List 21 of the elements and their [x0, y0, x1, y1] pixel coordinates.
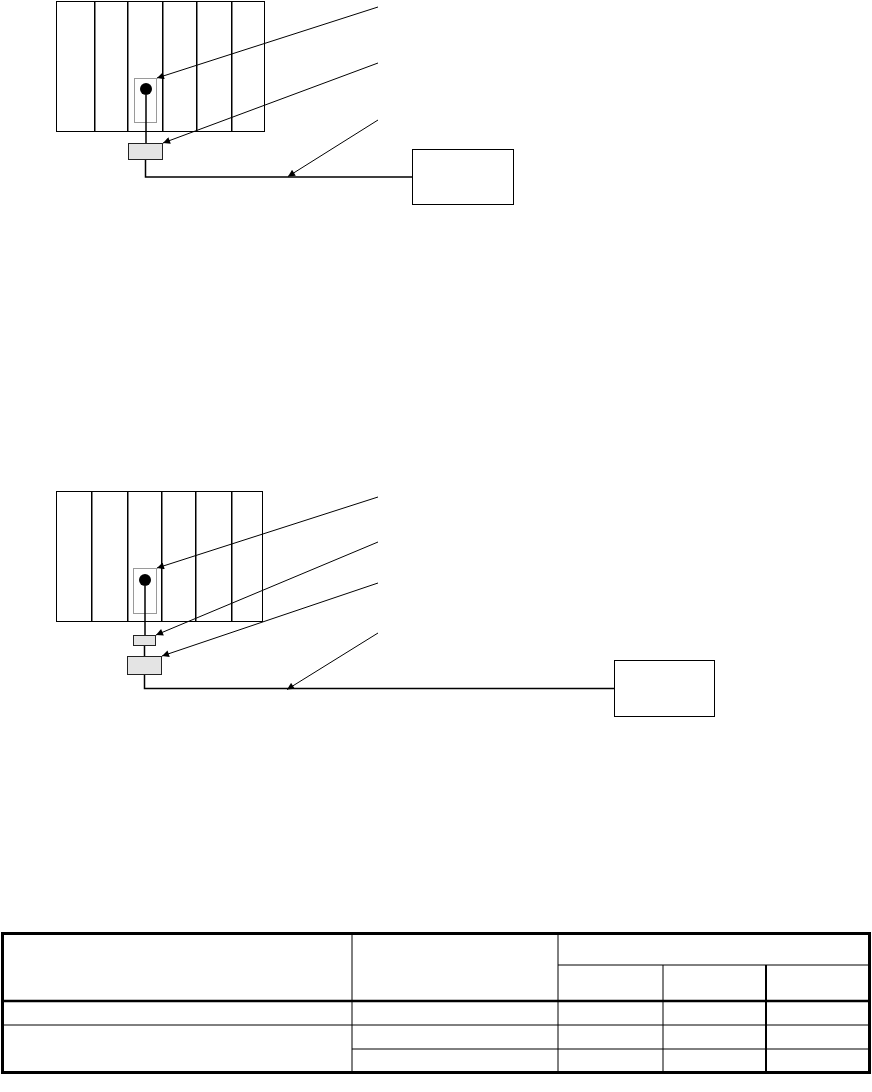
- cable-line: [144, 585, 146, 636]
- leader-line: [155, 541, 379, 636]
- cable-line: [145, 94, 147, 144]
- leader-line: [156, 6, 379, 80]
- device-box: [412, 149, 514, 205]
- port-dot: [138, 573, 151, 586]
- leader-line: [162, 62, 379, 144]
- cable-line: [143, 674, 615, 690]
- cable-line: [143, 645, 146, 657]
- module-frame: [132, 567, 157, 614]
- module-rack: [56, 1, 265, 132]
- adapter-block: [133, 635, 156, 646]
- leader-line: [161, 582, 379, 658]
- plug-block: [127, 656, 162, 675]
- device-box: [614, 660, 715, 717]
- cable-line: [144, 159, 413, 178]
- leader-line: [156, 496, 379, 570]
- module-frame: [133, 77, 157, 123]
- module-rack: [56, 491, 263, 622]
- port-dot: [139, 82, 152, 95]
- plug-block: [128, 143, 163, 160]
